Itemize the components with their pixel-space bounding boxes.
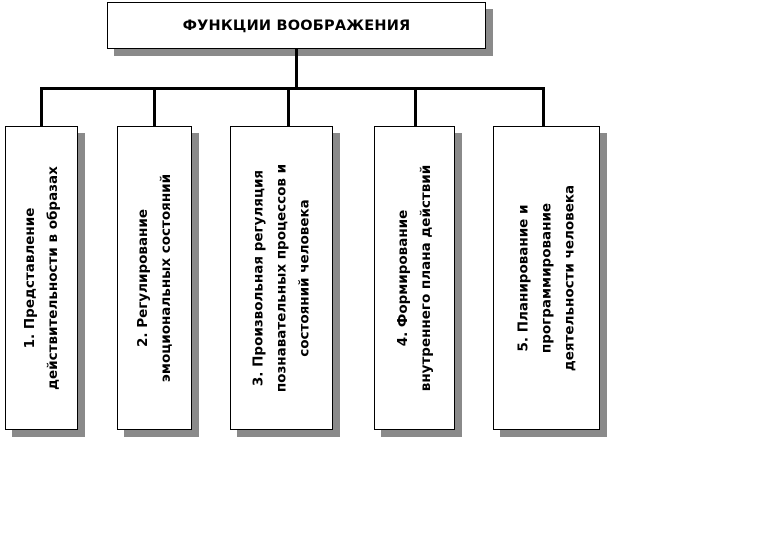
function-5-line-3: деятельности человека	[561, 184, 577, 372]
function-box-3: 3. Произвольная регуляция познавательных…	[230, 126, 333, 430]
function-1-line-2: действительности в образах	[44, 166, 61, 390]
diagram-title: ФУНКЦИИ ВООБРАЖЕНИЯ	[182, 17, 411, 34]
function-4-line-2: внутреннего плана действий	[417, 164, 434, 392]
function-2-line-2: эмоциональных состояний	[157, 173, 174, 383]
function-5-line-1: 5. Планирование и	[515, 204, 531, 352]
function-box-5: 5. Планирование и программирование деяте…	[493, 126, 600, 430]
branch-connector-3	[287, 87, 290, 127]
branch-connector-5	[542, 87, 545, 127]
function-text-4: 4. Формирование внутреннего плана действ…	[392, 134, 438, 422]
function-text-1: 1. Представление действительности в обра…	[19, 134, 65, 422]
title-box: ФУНКЦИИ ВООБРАЖЕНИЯ	[107, 2, 486, 49]
horizontal-connector	[40, 87, 545, 90]
branch-connector-4	[414, 87, 417, 127]
function-text-3: 3. Произвольная регуляция познавательных…	[247, 134, 316, 422]
branch-connector-1	[40, 87, 43, 127]
function-box-4: 4. Формирование внутреннего плана действ…	[374, 126, 455, 430]
function-5-line-2: программирование	[538, 202, 554, 354]
function-text-5: 5. Планирование и программирование деяте…	[512, 134, 581, 422]
branch-connector-2	[153, 87, 156, 127]
function-box-1: 1. Представление действительности в обра…	[5, 126, 78, 430]
function-2-line-1: 2. Регулирование	[134, 209, 151, 348]
function-3-line-1: 3. Произвольная регуляция	[250, 169, 266, 387]
function-4-line-1: 4. Формирование	[394, 209, 411, 347]
function-text-2: 2. Регулирование эмоциональных состояний	[132, 134, 178, 422]
trunk-connector	[295, 49, 298, 88]
function-box-2: 2. Регулирование эмоциональных состояний	[117, 126, 192, 430]
function-3-line-2: познавательных процессов и	[273, 163, 289, 393]
function-3-line-3: состояний человека	[296, 199, 312, 357]
function-1-line-1: 1. Представление	[21, 207, 38, 349]
